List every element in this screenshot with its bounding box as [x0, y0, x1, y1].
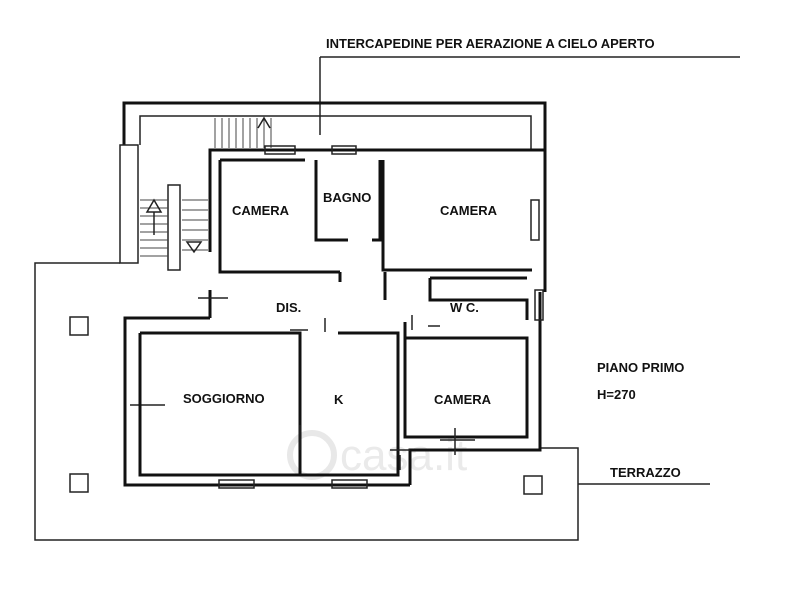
- intercapedine-annotation: INTERCAPEDINE PER AERAZIONE A CIELO APER…: [326, 36, 655, 51]
- room-label-soggiorno: SOGGIORNO: [183, 391, 265, 406]
- interior-walls: [138, 158, 532, 477]
- floor-height: H=270: [597, 387, 636, 402]
- room-label-bagno: BAGNO: [323, 190, 371, 205]
- room-label-wc: W C.: [450, 300, 479, 315]
- room-label-camera-bottom-right: CAMERA: [434, 392, 492, 407]
- intercapedine-wall: [122, 101, 547, 292]
- terrace-label: TERRAZZO: [610, 465, 681, 480]
- room-label-camera-top-left: CAMERA: [232, 203, 290, 218]
- watermark-text: casa.it: [340, 431, 467, 480]
- building-walls: [123, 148, 545, 487]
- room-label-kitchen: K: [334, 392, 344, 407]
- room-label-dis: DIS.: [276, 300, 301, 315]
- room-label-camera-top-right: CAMERA: [440, 203, 498, 218]
- windows: [218, 145, 544, 489]
- floor-name: PIANO PRIMO: [597, 360, 684, 375]
- terrace-outline: [34, 262, 710, 541]
- annotation-leader: [319, 56, 740, 135]
- watermark: casa.it: [287, 430, 467, 480]
- staircase-left: [119, 144, 208, 271]
- staircase-top: [214, 116, 272, 148]
